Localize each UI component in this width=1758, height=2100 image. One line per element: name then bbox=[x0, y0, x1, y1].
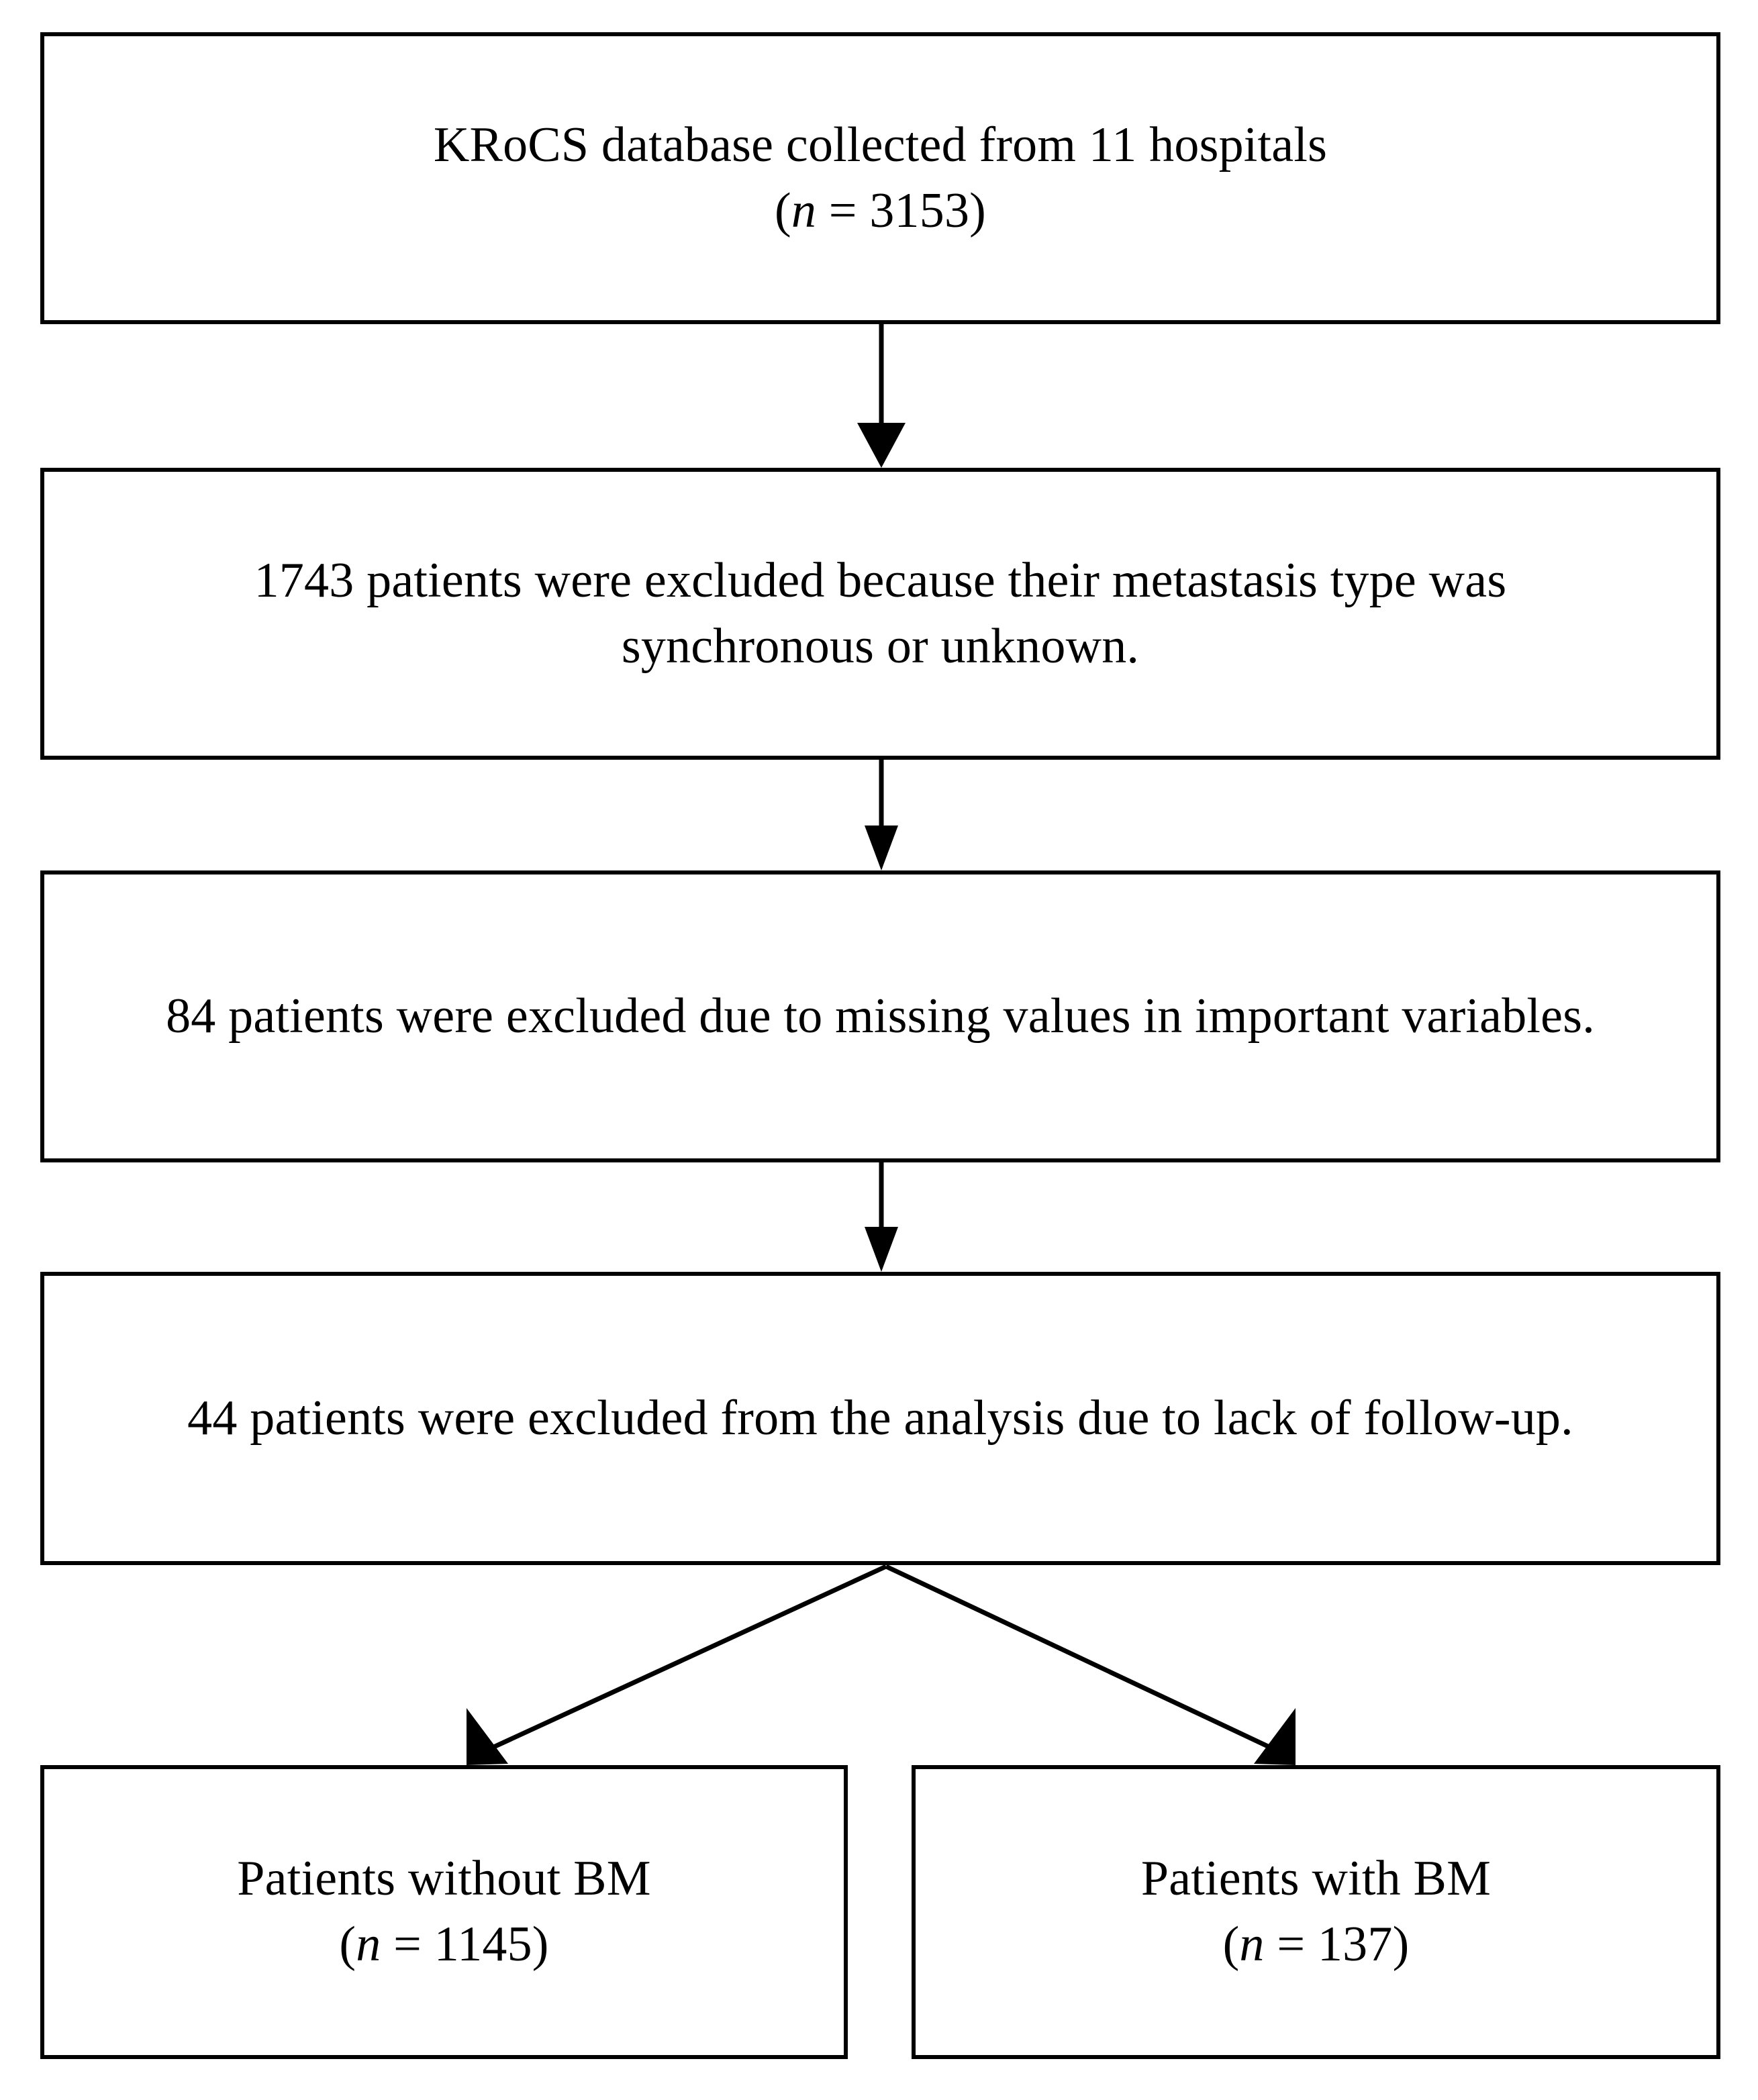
node-exclusion-metastasis-type-text: 1743 patients were excluded because thei… bbox=[237, 548, 1524, 679]
node-outcome-without-bm-line1: Patients without BM bbox=[237, 1851, 651, 1907]
arrow-source-to-exclusion-1 bbox=[857, 324, 906, 468]
node-exclusion-missing-values-text: 84 patients were excluded due to missing… bbox=[148, 984, 1612, 1050]
node-source-database: KRoCS database collected from 11 hospita… bbox=[40, 32, 1720, 324]
arrow-exclusion-2-to-exclusion-3 bbox=[865, 1162, 898, 1272]
node-exclusion-metastasis-type-line1: 1743 patients were excluded because thei… bbox=[254, 552, 1507, 608]
arrow-exclusion-3-to-with-bm bbox=[885, 1564, 1296, 1765]
node-exclusion-lack-of-followup-text: 44 patients were excluded from the analy… bbox=[170, 1386, 1591, 1452]
node-source-database-line1: KRoCS database collected from 11 hospita… bbox=[433, 117, 1328, 172]
node-outcome-with-bm-count: (n = 137) bbox=[1222, 1917, 1410, 1972]
node-exclusion-metastasis-type-line2: synchronous or unknown. bbox=[621, 618, 1140, 674]
arrow-exclusion-3-to-without-bm bbox=[467, 1564, 887, 1765]
node-outcome-without-bm: Patients without BM (n = 1145) bbox=[40, 1765, 848, 2059]
n-symbol: n bbox=[1239, 1917, 1265, 1972]
n-symbol: n bbox=[791, 183, 817, 238]
node-exclusion-missing-values-line1: 84 patients were excluded due to missing… bbox=[166, 988, 1595, 1044]
node-outcome-with-bm-text: Patients with BM (n = 137) bbox=[1124, 1846, 1508, 1977]
node-outcome-with-bm: Patients with BM (n = 137) bbox=[912, 1765, 1720, 2059]
node-exclusion-lack-of-followup: 44 patients were excluded from the analy… bbox=[40, 1272, 1720, 1565]
node-exclusion-metastasis-type: 1743 patients were excluded because thei… bbox=[40, 468, 1720, 760]
n-symbol: n bbox=[356, 1917, 381, 1972]
node-exclusion-missing-values: 84 patients were excluded due to missing… bbox=[40, 870, 1720, 1162]
node-source-database-count: (n = 3153) bbox=[774, 183, 986, 238]
arrow-exclusion-1-to-exclusion-2 bbox=[865, 760, 898, 870]
node-outcome-without-bm-count: (n = 1145) bbox=[339, 1917, 549, 1972]
node-outcome-without-bm-text: Patients without BM (n = 1145) bbox=[219, 1846, 668, 1977]
node-exclusion-lack-of-followup-line1: 44 patients were excluded from the analy… bbox=[187, 1390, 1573, 1446]
node-source-database-text: KRoCS database collected from 11 hospita… bbox=[416, 113, 1345, 244]
node-outcome-with-bm-line1: Patients with BM bbox=[1140, 1851, 1492, 1907]
